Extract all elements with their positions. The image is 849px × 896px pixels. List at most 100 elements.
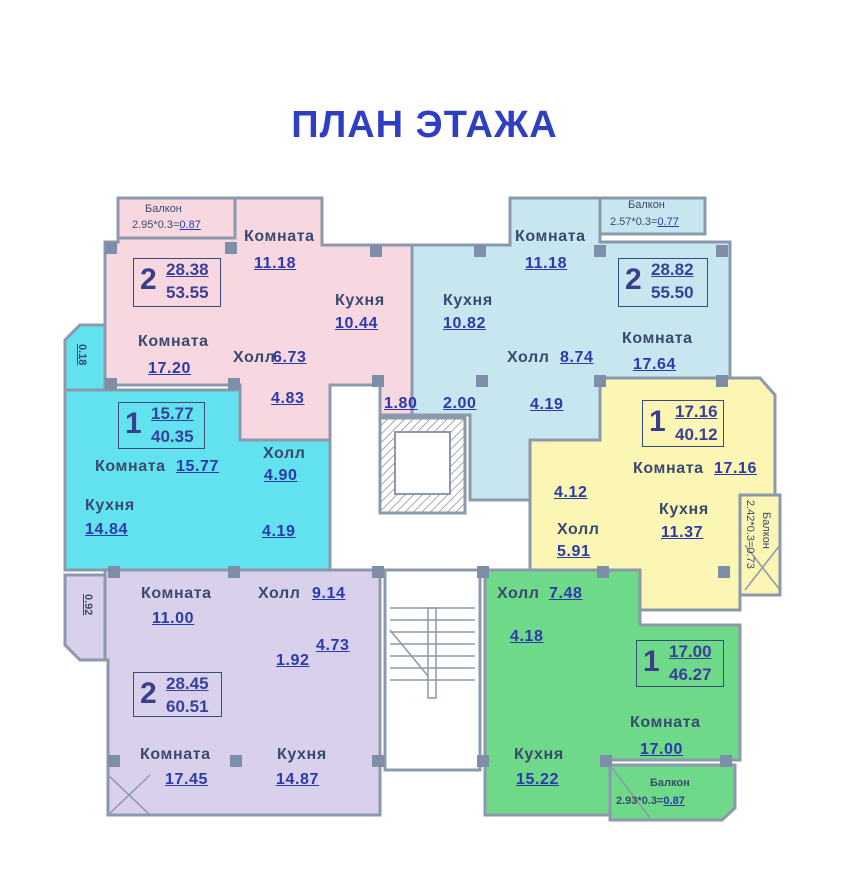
balcony-label: Балкон [760,512,772,549]
kitchen-label: Кухня [277,746,327,763]
balcony-green [608,763,737,822]
living-area: 17.00 [669,642,712,661]
page-title: ПЛАН ЭТАЖА [291,104,558,146]
bath-area: 4.12 [554,484,588,501]
hall-label: Холл [507,349,550,366]
balcony-formula: 2.93*0.3= [616,795,664,807]
living-area: 17.16 [675,402,718,421]
room-area: 17.20 [148,360,192,377]
hall-area: 8.74 [560,349,594,366]
bay-lavender [63,573,107,662]
kitchen-area: 15.22 [516,771,560,788]
balcony-formula: 2.57*0.3= [610,216,658,228]
balcony-lightblue [598,196,707,236]
kitchen-area: 14.87 [276,771,320,788]
room-area: 17.00 [640,741,684,758]
room-area: 17.45 [165,771,209,788]
room-count: 2 [625,263,642,296]
balcony-label: Балкон [650,777,690,789]
balcony-area-value: 0.77 [657,216,679,228]
total-area: 60.51 [166,697,209,716]
hall-label: Холл [557,521,600,538]
hall-area: 6.73 [273,349,307,366]
room-label: Комната [630,714,701,731]
bath-area: 4.19 [530,396,564,413]
hall-label: Холл [258,585,301,602]
balcony-area: 2.95*0.3=0.87 [132,219,201,231]
living-area: 28.38 [166,260,209,279]
room-label: Комната [515,228,586,245]
wc-area: 1.80 [384,395,418,412]
hall-label: Холл [497,585,540,602]
kitchen-label: Кухня [443,292,493,309]
room-label: Комната [633,460,704,477]
room-label: Комната [141,585,212,602]
balcony-pink [116,196,237,240]
room-count: 1 [649,405,666,438]
apartment-yellow [528,376,777,612]
hall-label: Холл [263,445,306,462]
wc-area: 2.00 [443,395,477,412]
balcony-area-value: 0.87 [179,219,201,231]
balcony-formula: 2.95*0.3= [132,219,180,231]
hall-area: 5.91 [557,543,591,560]
hall-area: 9.14 [312,585,346,602]
room-area: 11.18 [254,255,297,272]
bath-area: 4.83 [271,390,305,407]
room-area: 17.64 [633,356,677,373]
balcony-label: Балкон [145,203,182,215]
apartment-summary: 2 28.45 60.51 [133,672,222,717]
room-label: Комната [140,746,211,763]
total-area: 40.12 [675,425,718,444]
apartment-summary: 2 28.38 53.55 [133,258,221,307]
total-area: 53.55 [166,283,209,302]
room-count: 2 [140,263,157,296]
bay-area: 0.92 [82,594,94,616]
balcony-area: 2.93*0.3=0.87 [616,795,685,807]
kitchen-area: 14.84 [85,521,129,538]
kitchen-label: Кухня [659,501,709,518]
living-area: 28.82 [651,260,694,279]
apartment-summary: 2 28.82 55.50 [618,258,708,307]
balcony-area: 2.57*0.3=0.77 [610,216,679,228]
kitchen-label: Кухня [85,497,135,514]
kitchen-label: Кухня [514,746,564,763]
living-area: 15.77 [151,404,194,423]
room-count: 2 [140,677,157,710]
room-area: 11.00 [152,610,195,627]
apartment-summary: 1 17.00 46.27 [636,640,724,687]
apartment-summary: 1 17.16 40.12 [642,400,724,447]
kitchen-label: Кухня [335,292,385,309]
wc-area: 1.92 [276,652,310,669]
room-area: 15.77 [176,458,220,475]
apartment-summary: 1 15.77 40.35 [118,402,205,449]
bay-cyan [63,323,107,392]
kitchen-area: 10.44 [335,315,379,332]
room-label: Комната [138,333,209,350]
stairwell [383,568,482,772]
room-label: Комната [95,458,166,475]
hall-label: Холл [233,349,276,366]
bath-area: 4.73 [316,637,350,654]
hall-area: 7.48 [549,585,583,602]
room-area: 17.16 [714,460,758,477]
balcony-formula: 2.42*0.3=0.73 [744,500,756,569]
hall-area: 4.90 [264,467,298,484]
kitchen-area: 10.82 [443,315,487,332]
room-area: 11.18 [525,255,568,272]
room-count: 1 [643,645,660,678]
kitchen-area: 11.37 [661,524,704,541]
room-label: Комната [244,228,315,245]
room-count: 1 [125,407,142,440]
apartment-green [483,568,742,817]
bath-area: 4.18 [510,628,544,645]
room-label: Комната [622,330,693,347]
balcony-label: Балкон [628,199,665,211]
bay-area: 0.18 [76,344,88,366]
total-area: 46.27 [669,665,712,684]
living-area: 28.45 [166,674,209,693]
bath-area: 4.19 [262,523,296,540]
total-area: 55.50 [651,283,694,302]
